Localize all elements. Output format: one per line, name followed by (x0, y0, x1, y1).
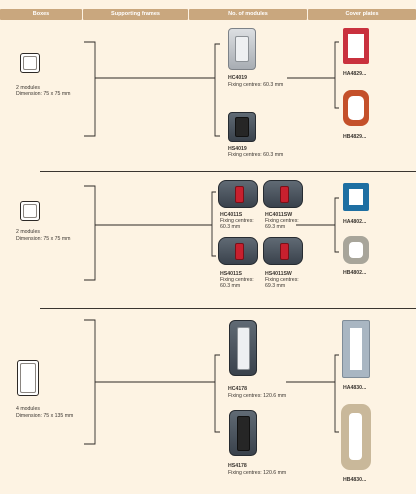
box-dimension-label: Dimension: 75 x 75 mm (16, 236, 71, 242)
plate-opening (349, 413, 362, 460)
module-white (237, 327, 250, 370)
item-code: HC4178 (228, 386, 248, 392)
table-header: Boxes Supporting frames No. of modules C… (0, 0, 416, 20)
header-cover-plates: Cover plates (308, 9, 416, 20)
plate-code: HA4830... (343, 385, 367, 391)
plate-opening (348, 34, 364, 58)
module-red (280, 186, 289, 203)
plate-code: HA4802... (343, 219, 367, 225)
cover-plate-hb4829 (343, 90, 369, 126)
frame-hc4011s (218, 180, 258, 208)
item-fixing: Fixing centres: 60.3 mm (228, 152, 284, 158)
frame-hc4011sw (263, 180, 303, 208)
item-fixing-value: 69.3 mm (265, 283, 286, 289)
item-fixing: Fixing centres: 120.6 mm (228, 393, 287, 399)
item-code: HC4011SW (265, 212, 293, 218)
frame-hc4019 (228, 28, 256, 70)
item-fixing: Fixing centres: (265, 277, 299, 283)
item-fixing: Fixing centres: (220, 218, 254, 224)
box-dimension-label: Dimension: 75 x 75 mm (16, 91, 71, 97)
frame-hs4011s (218, 237, 258, 265)
module-black (237, 416, 250, 451)
box-dimension-label: Dimension: 75 x 135 mm (16, 413, 74, 419)
cover-plate-ha4830 (342, 320, 370, 378)
cover-plate-ha4802 (343, 183, 369, 211)
module-white (235, 36, 249, 62)
item-fixing-value: 60.3 mm (220, 224, 241, 230)
plate-code: HB4830... (343, 477, 367, 483)
item-code: HS4019 (228, 146, 247, 152)
plate-code: HA4829... (343, 71, 367, 77)
box-modules-label: 2 modules (16, 85, 40, 91)
item-code: HC4011S (220, 212, 243, 218)
plate-opening (349, 189, 363, 205)
item-code: HC4019 (228, 75, 248, 81)
item-fixing: Fixing centres: 120.6 mm (228, 470, 287, 476)
header-no-of-modules: No. of modules (189, 9, 307, 20)
plate-opening (348, 96, 364, 120)
module-red (235, 243, 244, 260)
frame-hs4178 (229, 410, 257, 456)
item-fixing-value: 60.3 mm (220, 283, 241, 289)
item-fixing: Fixing centres: 60.3 mm (228, 82, 284, 88)
box-2-module-icon (20, 53, 40, 73)
header-boxes: Boxes (0, 9, 82, 20)
plate-code: HB4829... (343, 134, 367, 140)
cover-plate-hb4830 (341, 404, 371, 470)
frame-hs4011sw (263, 237, 303, 265)
module-red (235, 186, 244, 203)
cover-plate-ha4829 (343, 28, 369, 64)
frame-hs4019 (228, 112, 256, 142)
item-fixing-value: 69.3 mm (265, 224, 286, 230)
box-modules-label: 2 modules (16, 229, 40, 235)
module-red (280, 243, 289, 260)
item-code: HS4011SW (265, 271, 292, 277)
frame-hc4178 (229, 320, 257, 376)
module-black (235, 117, 249, 137)
header-supporting-frames: Supporting frames (83, 9, 188, 20)
plate-opening (349, 242, 363, 258)
item-fixing: Fixing centres: (220, 277, 254, 283)
plate-opening (350, 328, 362, 370)
cover-plate-hb4802 (343, 236, 369, 264)
row-divider-1 (40, 171, 416, 172)
box-2-module-icon (20, 201, 40, 221)
box-modules-label: 4 modules (16, 406, 40, 412)
plate-code: HB4802... (343, 270, 367, 276)
row-divider-2 (40, 308, 416, 309)
item-fixing: Fixing centres: (265, 218, 299, 224)
box-4-module-icon (17, 360, 39, 396)
item-code: HS4178 (228, 463, 247, 469)
item-code: HS4011S (220, 271, 242, 277)
